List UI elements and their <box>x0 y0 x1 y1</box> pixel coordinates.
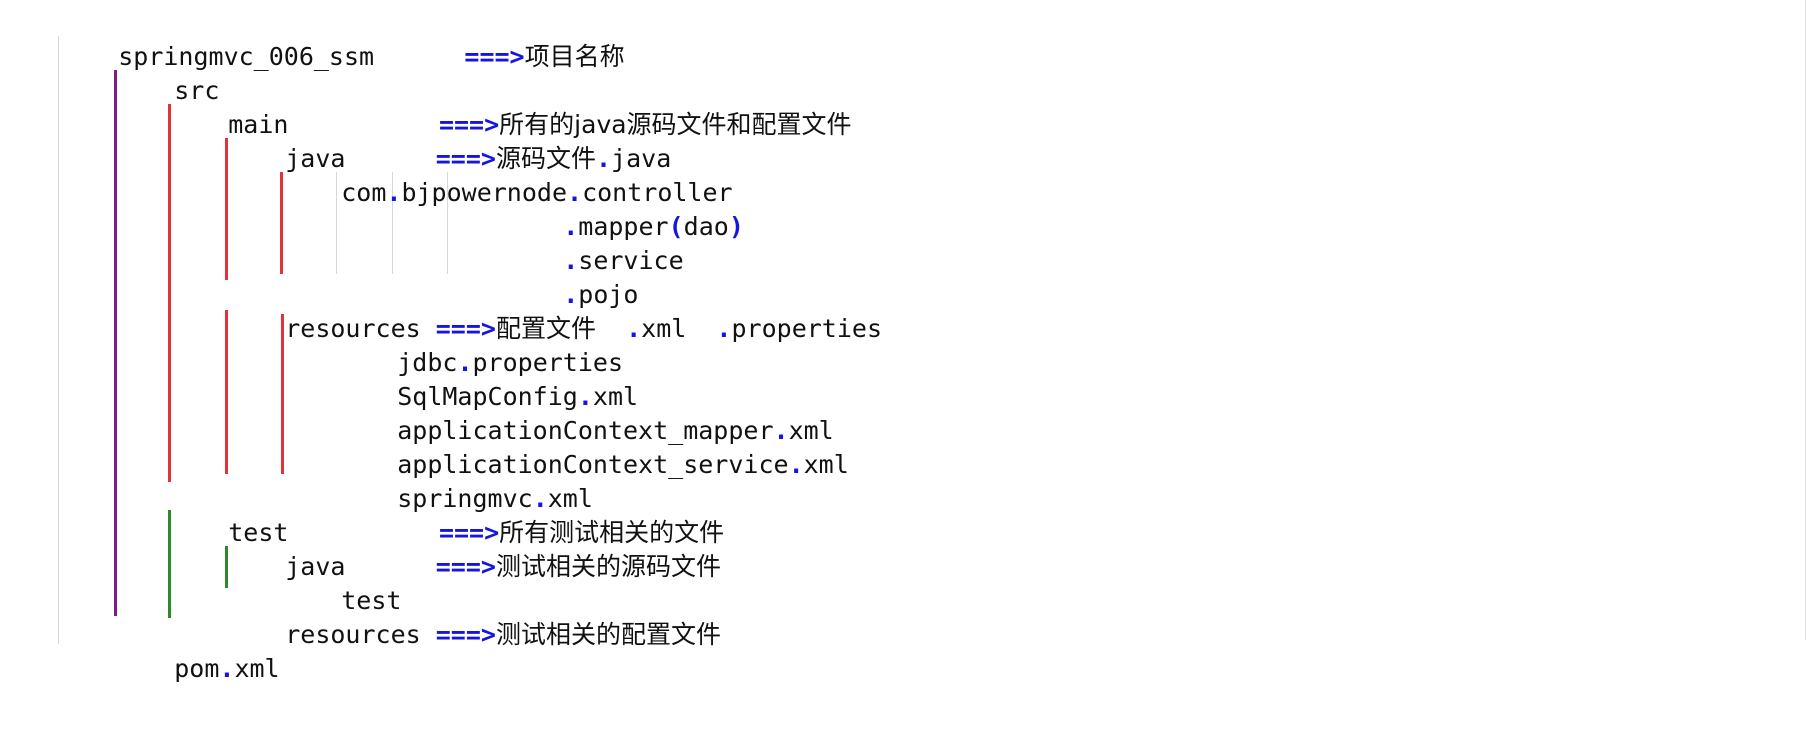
row-main-resources: resources ===>配置文件 .xml .properties <box>225 272 882 343</box>
file-base: pom <box>174 654 220 683</box>
pkg-guide-1 <box>336 172 337 274</box>
row-package: com.bjpowernode.controller <box>281 136 732 207</box>
file-ext: xml <box>234 654 280 683</box>
node-name: springmvc_006_ssm <box>118 42 375 71</box>
pkg-seg: mapper <box>578 212 669 241</box>
pkg-guide-3 <box>447 172 448 274</box>
node-note: 所有的java源码文件和配置文件 <box>499 110 852 139</box>
row-main-java: java ===>源码文件.java <box>225 102 671 173</box>
arrow: ===> <box>435 552 496 581</box>
row-pkg-service: .service <box>503 204 683 275</box>
file-base: SqlMapConfig <box>397 382 578 411</box>
row-root: springmvc_006_ssm ===>项目名称 <box>58 0 624 71</box>
src-branch-line <box>114 70 117 616</box>
file-base: applicationContext_mapper <box>397 416 774 445</box>
row-test: test ===>所有测试相关的文件 <box>168 476 724 547</box>
file-base: springmvc <box>397 484 533 513</box>
dot: . <box>563 212 579 241</box>
file-ext: xml <box>803 450 849 479</box>
row-test-java-test: test <box>281 544 401 615</box>
row-pkg-pojo: .pojo <box>503 238 638 309</box>
row-src: src <box>114 34 219 105</box>
row-springmvc: springmvc.xml <box>337 442 593 513</box>
dot: . <box>716 314 732 343</box>
root-guide-line <box>58 36 59 644</box>
node-note: 测试相关的源码文件 <box>495 552 721 581</box>
row-pom: pom.xml <box>114 612 279 683</box>
pkg-seg: dao <box>683 212 729 241</box>
node-note: 项目名称 <box>524 42 625 71</box>
arrow: ===> <box>438 518 500 547</box>
java-branch-line <box>225 138 228 280</box>
file-base: jdbc <box>397 348 458 377</box>
pkg-seg: com <box>341 178 387 207</box>
dot: . <box>219 654 235 683</box>
row-test-resources: resources ===>测试相关的配置文件 <box>225 578 721 649</box>
node-name: java <box>285 552 346 581</box>
node-name: main <box>228 110 289 139</box>
test-branch-line <box>168 510 171 618</box>
row-ctx-mapper: applicationContext_mapper.xml <box>337 374 834 445</box>
dot: . <box>788 450 804 479</box>
file-ext: xml <box>592 382 639 411</box>
dot: . <box>595 144 612 173</box>
node-name: resources <box>285 620 421 649</box>
node-note: 所有测试相关的文件 <box>499 518 725 547</box>
node-name: test <box>228 518 289 547</box>
node-note: 配置文件 <box>495 314 596 343</box>
dot: . <box>457 348 473 377</box>
resources-branch-line-outer <box>225 310 228 474</box>
ext: properties <box>731 314 882 343</box>
arrow: ===> <box>438 110 500 139</box>
node-name: resources <box>285 314 421 343</box>
ext: xml <box>641 314 687 343</box>
row-ctx-service: applicationContext_service.xml <box>337 408 849 479</box>
node-name: test <box>341 586 402 615</box>
pkg-branch-line <box>280 172 283 274</box>
node-name: java <box>285 144 346 173</box>
arrow: ===> <box>435 144 496 173</box>
paren: ( <box>668 212 684 241</box>
dot: . <box>386 178 402 207</box>
row-jdbc: jdbc.properties <box>337 306 623 377</box>
arrow: ===> <box>435 620 496 649</box>
pkg-seg: bjpowernode <box>401 178 568 207</box>
file-ext: xml <box>788 416 834 445</box>
dot: . <box>773 416 789 445</box>
node-note: 源码文件 <box>495 144 596 173</box>
dot: . <box>577 382 593 411</box>
pkg-seg: service <box>578 246 684 275</box>
pkg-guide-2 <box>392 172 393 274</box>
dot: . <box>563 246 579 275</box>
ext: java <box>611 144 672 173</box>
main-branch-line <box>168 104 171 482</box>
row-main: main ===>所有的java源码文件和配置文件 <box>168 68 851 139</box>
dot: . <box>563 280 579 309</box>
node-name: src <box>174 76 220 105</box>
file-base: applicationContext_service <box>397 450 789 479</box>
node-note: 测试相关的配置文件 <box>495 620 721 649</box>
resources-branch-line-inner <box>281 314 284 474</box>
file-ext: xml <box>547 484 593 513</box>
pkg-seg: controller <box>582 178 733 207</box>
paren: ) <box>728 212 744 241</box>
arrow: ===> <box>435 314 496 343</box>
row-test-java: java ===>测试相关的源码文件 <box>225 510 721 581</box>
row-sqlmap: SqlMapConfig.xml <box>337 340 638 411</box>
pkg-seg: pojo <box>578 280 639 309</box>
row-pkg-mapper: .mapper(dao) <box>503 170 744 241</box>
test-java-branch-line <box>225 546 228 588</box>
dot: . <box>567 178 583 207</box>
file-ext: properties <box>472 348 624 377</box>
dot: . <box>626 314 642 343</box>
dot: . <box>532 484 548 513</box>
arrow: ===> <box>464 42 525 71</box>
